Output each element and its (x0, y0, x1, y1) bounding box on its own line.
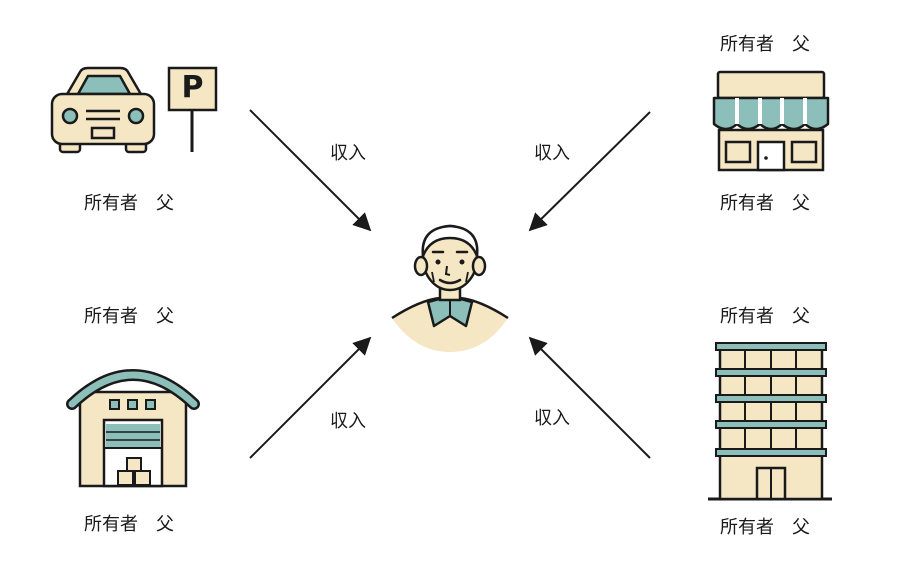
income-label-bottom-left: 収入 (330, 411, 366, 432)
owner-label-shop-top: 所有者 父 (720, 34, 810, 55)
arrow-top-right (528, 111, 651, 232)
parking-sign-icon (167, 66, 218, 152)
car-icon (50, 66, 156, 154)
owner-label-building-top: 所有者 父 (720, 306, 810, 327)
apartment-building-icon (708, 342, 832, 501)
owner-label-warehouse-top: 所有者 父 (84, 306, 174, 327)
owner-label-parking: 所有者 父 (84, 193, 174, 214)
warehouse-icon (66, 369, 200, 488)
arrow-top-left (249, 109, 372, 232)
income-label-bottom-right: 収入 (534, 408, 570, 429)
income-label-top-left: 収入 (330, 143, 366, 164)
arrow-bottom-left (249, 336, 372, 459)
income-label-top-right: 収入 (534, 143, 570, 164)
parking-sign-letter: P (181, 70, 204, 105)
shop-icon (712, 70, 830, 172)
owner-label-warehouse-bottom: 所有者 父 (84, 514, 174, 535)
owner-label-shop-bottom: 所有者 父 (720, 193, 810, 214)
owner-label-building-bottom: 所有者 父 (720, 517, 810, 538)
father-icon (391, 224, 509, 352)
arrow-bottom-right (528, 336, 651, 459)
